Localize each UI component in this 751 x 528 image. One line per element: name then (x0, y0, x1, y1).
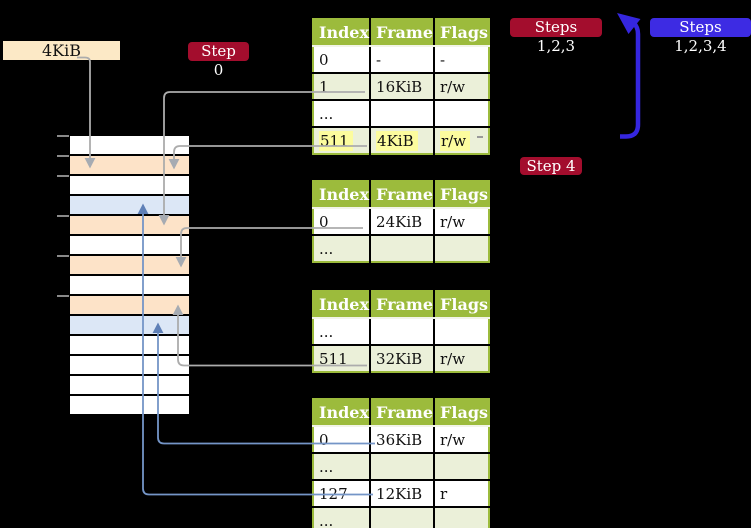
memory-address-tick (57, 215, 69, 217)
table-header-row: Index Frame Flags (313, 291, 490, 319)
highlighted-value: 511 (319, 130, 353, 151)
table-header-row: Index Frame Flags (313, 399, 490, 427)
memory-frame-row (70, 176, 189, 196)
column-header: Index (313, 181, 372, 209)
column-header: Frame (370, 399, 436, 427)
column-header: Frame (370, 181, 436, 209)
physical-memory-column (70, 136, 189, 414)
table-header-row: Index Frame Flags (313, 19, 490, 47)
table-row: ... (313, 506, 490, 528)
memory-frame-row (70, 296, 189, 316)
table-row: 1 16KiB r/w (313, 72, 490, 100)
memory-address-tick (57, 295, 69, 297)
memory-frame-row (70, 156, 189, 176)
page-table-top: Index Frame Flags 0 - - 1 16KiB r/w ... … (312, 18, 491, 155)
memory-frame-row (70, 336, 189, 356)
table-row: ... (313, 452, 490, 480)
memory-address-tick (57, 155, 69, 157)
badge-steps-1-2-3-4: Steps 1,2,3,4 (650, 18, 751, 55)
column-header: Index (313, 291, 372, 319)
column-header: Frame (370, 19, 436, 47)
table-row: 0 36KiB r/w (313, 426, 490, 453)
badge-step-4: Step 4 (520, 157, 582, 175)
page-table-second: Index Frame Flags 0 24KiB r/w ... (312, 180, 491, 263)
memory-frame-row (70, 376, 189, 396)
table-row: 511 32KiB r/w (313, 344, 490, 372)
column-header: Flags (434, 399, 490, 427)
highlighted-value: 4KiB (376, 130, 418, 151)
memory-address-tick (57, 175, 69, 177)
memory-frame-row (70, 396, 189, 414)
memory-frame-row (70, 196, 189, 216)
badge-step-0: Step 0 (188, 42, 249, 79)
page-table-bottom: Index Frame Flags 0 36KiB r/w ... 127 12… (312, 398, 491, 528)
memory-frame-row (70, 216, 189, 236)
table-row-highlighted: 511 4KiB r/w (313, 126, 490, 154)
memory-address-tick (57, 135, 69, 137)
memory-frame-row (70, 256, 189, 276)
frame-size-label: 4KiB (3, 41, 120, 60)
column-header: Index (313, 399, 372, 427)
table-row: ... (313, 234, 490, 262)
table-row: ... (313, 318, 490, 345)
highlighted-value: r/w (440, 130, 471, 151)
column-header: Flags (434, 19, 490, 47)
column-header: Flags (434, 291, 490, 319)
column-header: Flags (434, 181, 490, 209)
table-row: ... (313, 99, 490, 127)
table-header-row: Index Frame Flags (313, 181, 490, 209)
memory-frame-row (70, 236, 189, 256)
column-header: Index (313, 19, 372, 47)
recursive-loop-arrow (617, 13, 641, 139)
table-row: 0 24KiB r/w (313, 208, 490, 235)
column-header: Frame (370, 291, 436, 319)
table-row: 127 12KiB r (313, 479, 490, 507)
memory-frame-row (70, 136, 189, 156)
table-row: 0 - - (313, 46, 490, 73)
badge-steps-1-2-3: Steps 1,2,3 (510, 18, 602, 55)
memory-frame-row (70, 356, 189, 376)
memory-frame-row (70, 276, 189, 296)
memory-address-tick (57, 255, 69, 257)
page-table-third: Index Frame Flags ... 511 32KiB r/w (312, 290, 491, 373)
memory-frame-row (70, 316, 189, 336)
